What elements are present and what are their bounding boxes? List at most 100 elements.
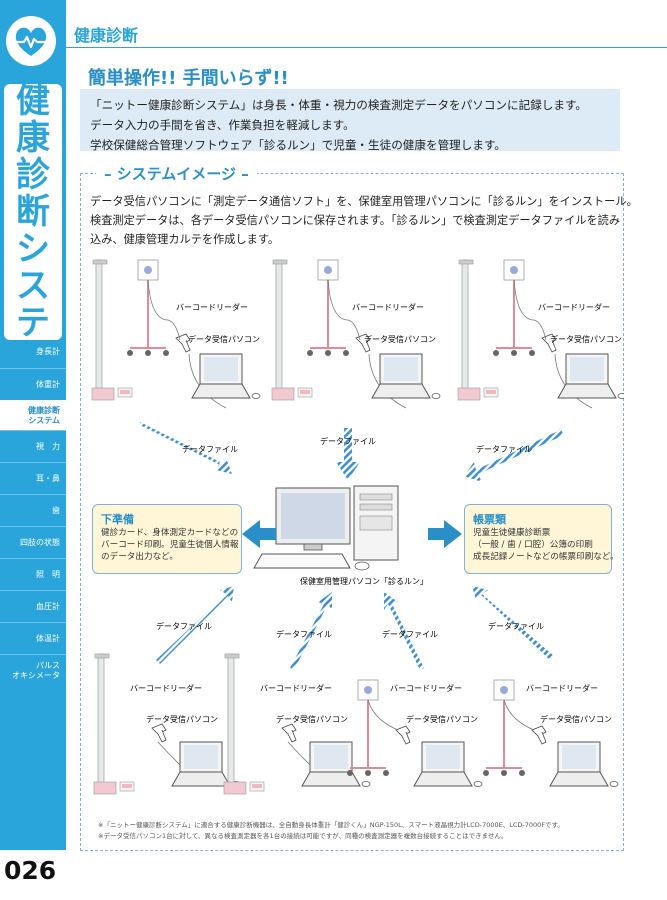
footnotes: ※「ニットー健康診断システム」に適合する健康診断機器は、全自動身長体重計「健診く… [98,820,564,842]
bottom-station-4 [482,679,619,788]
data-file-label: データファイル [276,629,332,639]
sidebar-title-char: 健 [16,81,50,121]
sidebar-item-label: システム [28,415,60,425]
receiver-pc-label: データ受信パソコン [276,714,348,724]
system-description: データ受信パソコンに「測定データ通信ソフト」を、保健室用管理パソコンに「診るルン… [90,192,638,249]
sidebar-item-health-check-system[interactable]: 健康診断システム [0,400,66,430]
intro-line: 学校保健総合管理ソフトウェア「診るルン」で児童・生徒の健康を管理します。 [90,138,506,152]
sidebar-item-height-meter[interactable]: 身長計 [0,336,66,368]
receiver-pc-label: データ受信パソコン [364,334,436,344]
page-number: 026 [4,856,57,885]
system-desc-line: 込み、健康管理カルテを作成します。 [90,233,280,246]
system-image-title-text: システムイメージ [116,165,236,183]
barcode-reader-label: バーコードリーダー [538,302,610,312]
heart-pulse-icon [15,27,47,56]
sidebar-item-weight-scale[interactable]: 体重計 [0,368,66,400]
sidebar-item-pulse-oximeter[interactable]: パルスオキシメータ [0,654,66,686]
receiver-pc-label: データ受信パソコン [188,334,260,344]
data-file-arrow [384,592,424,670]
sidebar-item-label: 照 明 [36,569,60,579]
data-file-label: データファイル [488,621,544,631]
header-divider [66,47,667,48]
sidebar: 健 康 診 断 シ ス テ ム 身長計 体重計 健康診断システム 視 力 耳・鼻… [0,0,66,850]
section-title: 健康診断 [74,26,139,45]
sidebar-item-label: 体重計 [36,379,60,389]
heart-pulse-logo [6,16,56,66]
barcode-reader-label: バーコードリーダー [176,302,248,312]
sidebar-nav: 身長計 体重計 健康診断システム 視 力 耳・鼻 歯 四肢の状態 照 明 血圧計… [0,336,66,686]
data-file-label: データファイル [156,621,212,631]
page-headline: 簡単操作!! 手間いらず!! [88,68,289,89]
sidebar-title: 健 康 診 断 シ ス テ ム [4,81,62,377]
barcode-reader-label: バーコードリーダー [260,683,332,693]
data-file-arrow [156,586,234,664]
barcode-reader-label: バーコードリーダー [130,683,202,693]
sidebar-title-char: ス [16,266,50,306]
system-desc-line: データ受信パソコンに「測定データ通信ソフト」を、保健室用管理パソコンに「診るルン… [90,195,638,208]
top-station-3 [457,259,627,409]
preparation-line: のデータ出力など。 [101,552,178,562]
system-desc-line: 検査測定データは、各データ受信パソコンに保存されます。「診るルン」で検査測定デー… [90,214,621,227]
sidebar-item-thermometer[interactable]: 体温計 [0,622,66,654]
sidebar-item-blood-pressure[interactable]: 血圧計 [0,590,66,622]
receiver-pc-label: データ受信パソコン [550,334,622,344]
sidebar-item-label: 身長計 [36,347,60,356]
data-file-label: データファイル [182,444,238,454]
sidebar-item-label: パルス [36,660,60,670]
sidebar-title-char: ム [16,340,50,380]
intro-line: 「ニットー健康診断システム」は身長・体重・視力の検査測定データをパソコンに記録し… [90,98,588,112]
preparation-panel: 下準備 健診カード、身体測定カードなどの バーコード印刷。児童生徒個人情報 のデ… [92,504,242,574]
system-image-title: – システムイメージ – [96,163,257,184]
reports-panel: 帳票類 児童生徒健康診断票 （一般 / 歯 / 口腔）公簿の印刷 成長記録ノート… [464,504,619,574]
barcode-reader-label: バーコードリーダー [526,683,598,693]
left-arrow [242,520,276,548]
reports-line: 成長記録ノートなどの帳票印刷など。 [473,552,619,562]
intro-box: 「ニットー健康診断システム」は身長・体重・視力の検査測定データをパソコンに記録し… [80,89,620,152]
receiver-pc-label: データ受信パソコン [406,714,478,724]
sidebar-item-label: オキシメータ [12,670,60,680]
preparation-line: 健診カード、身体測定カードなどの [101,528,239,538]
preparation-line: バーコード印刷。児童生徒個人情報 [101,540,239,550]
system-diagram-svg: バーコードリーダー データ受信パソコン バーコードリーダー データ受信パソコン … [91,259,627,795]
sidebar-item-lighting[interactable]: 照 明 [0,558,66,590]
reports-line: 児童生徒健康診断票 [473,528,551,538]
sidebar-item-label: 四肢の状態 [20,537,60,547]
top-station-1 [91,259,261,409]
sidebar-item-label: 血圧計 [36,601,60,611]
sidebar-title-char: 康 [16,118,50,158]
barcode-reader-label: バーコードリーダー [352,302,424,312]
preparation-title: 下準備 [101,513,134,526]
intro-line: データ入力の手間を省き、作業負担を軽減します。 [90,118,355,132]
bottom-station-1 [93,653,241,795]
data-file-label: データファイル [476,444,532,454]
receiver-pc-label: データ受信パソコン [146,714,218,724]
sidebar-item-limbs[interactable]: 四肢の状態 [0,526,66,558]
sidebar-item-label: 視 力 [36,441,60,451]
data-file-label: データファイル [320,436,376,446]
sidebar-item-ear-nose[interactable]: 耳・鼻 [0,462,66,494]
sidebar-item-label: 歯 [52,505,60,515]
footnote-line: ※データ受信パソコン1台に対して、異なる検査測定器を各1台の接続は可能ですが、同… [98,832,508,840]
data-file-label: データファイル [382,629,438,639]
bottom-station-2 [223,653,371,795]
data-file-arrow [336,428,360,480]
bottom-station-3 [346,679,483,788]
reports-title: 帳票類 [473,513,506,526]
sidebar-item-vision[interactable]: 視 力 [0,430,66,462]
system-diagram: バーコードリーダー データ受信パソコン バーコードリーダー データ受信パソコン … [80,240,627,820]
sidebar-item-label: 健康診断 [28,405,60,415]
data-file-arrow [464,428,564,482]
top-station-2 [271,259,441,409]
reports-line: （一般 / 歯 / 口腔）公簿の印刷 [473,540,593,550]
sidebar-title-char: 診 [16,155,50,195]
sidebar-item-label: 体温計 [36,633,60,643]
data-file-arrow [140,422,232,474]
sidebar-item-label: 耳・鼻 [36,473,60,483]
sidebar-item-teeth[interactable]: 歯 [0,494,66,526]
barcode-reader-label: バーコードリーダー [390,683,462,693]
footnote-line: ※「ニットー健康診断システム」に適合する健康診断機器は、全自動身長体重計「健診く… [98,821,564,829]
sidebar-title-char: 断 [16,192,50,232]
system-image-frame [80,173,624,851]
data-file-arrow [290,592,332,670]
sidebar-title-char: シ [16,229,50,269]
